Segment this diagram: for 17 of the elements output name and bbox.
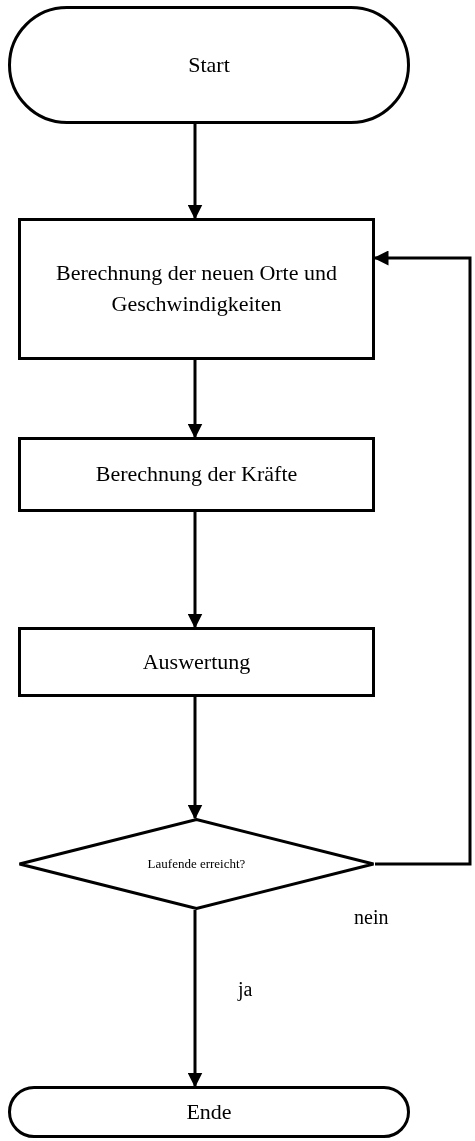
arrow (187, 512, 203, 629)
arrow (187, 124, 203, 220)
arrow (187, 910, 203, 1088)
node-label: Ende (186, 1097, 232, 1126)
process-box (18, 627, 375, 697)
node-label: Berechnung der Kräfte (95, 460, 298, 489)
node-label: Auswertung (142, 647, 251, 676)
process-box (18, 218, 375, 360)
arrow (373, 250, 472, 866)
terminal-shape (8, 1086, 410, 1138)
node-label: Berechnung der neuen Orte und Geschwindigkeiten (55, 259, 338, 318)
node-label: Start (188, 50, 230, 79)
arrow (187, 697, 203, 820)
arrow (187, 360, 203, 439)
node-label: Laufende erreicht? (147, 854, 246, 873)
process-box (18, 437, 375, 512)
decision-diamond (18, 818, 375, 910)
